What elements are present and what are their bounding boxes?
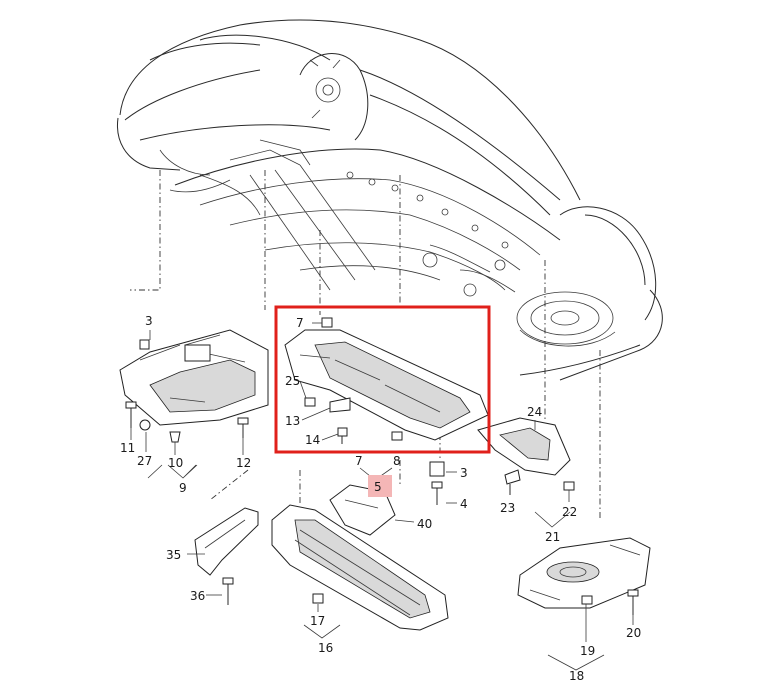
tunnel-heat-shield[interactable]: [271, 504, 449, 631]
callout-3a: 3: [145, 314, 153, 328]
callout-23: 23: [500, 501, 515, 515]
callout-12: 12: [236, 456, 251, 470]
callout-17: 17: [310, 614, 325, 628]
callout-16: 16: [318, 641, 333, 655]
callout-24: 24: [527, 405, 542, 419]
callout-25: 25: [285, 374, 300, 388]
center-underbody-panel[interactable]: [284, 329, 489, 441]
callout-40: 40: [417, 517, 432, 531]
callout-7a: 7: [296, 316, 304, 330]
callout-22: 22: [562, 505, 577, 519]
rear-underbody-cover[interactable]: [517, 537, 651, 609]
callout-13: 13: [285, 414, 300, 428]
callout-7b: 7: [355, 454, 363, 468]
callout-8: 8: [393, 454, 401, 468]
callout-36: 36: [190, 589, 205, 603]
callout-5-badge: [368, 475, 392, 497]
callout-3b: 3: [460, 466, 468, 480]
callout-14: 14: [305, 433, 320, 447]
bracket-40[interactable]: [329, 484, 396, 536]
callout-9: 9: [179, 481, 187, 495]
callout-4: 4: [460, 497, 468, 511]
rear-trim-panel[interactable]: [477, 417, 571, 476]
fasteners: [125, 317, 639, 615]
callout-11: 11: [120, 441, 135, 455]
callout-10: 10: [168, 456, 183, 470]
callout-21: 21: [545, 530, 560, 544]
callout-27: 27: [137, 454, 152, 468]
car-body-outline: [116, 19, 663, 381]
callout-labels: 3 11 27 10 12 9 7 25 13 14 7 8 5 3 4 40 …: [120, 314, 641, 683]
callout-20: 20: [626, 626, 641, 640]
engine-undertray[interactable]: [119, 329, 269, 426]
highlight-frame: [274, 305, 491, 454]
callout-19: 19: [580, 644, 595, 658]
leader-lines: [130, 170, 601, 520]
callout-leaders: [130, 322, 634, 671]
bracket-35[interactable]: [194, 507, 259, 576]
callout-18: 18: [569, 669, 584, 683]
callout-35: 35: [166, 548, 181, 562]
callout-5: 5: [374, 480, 382, 494]
